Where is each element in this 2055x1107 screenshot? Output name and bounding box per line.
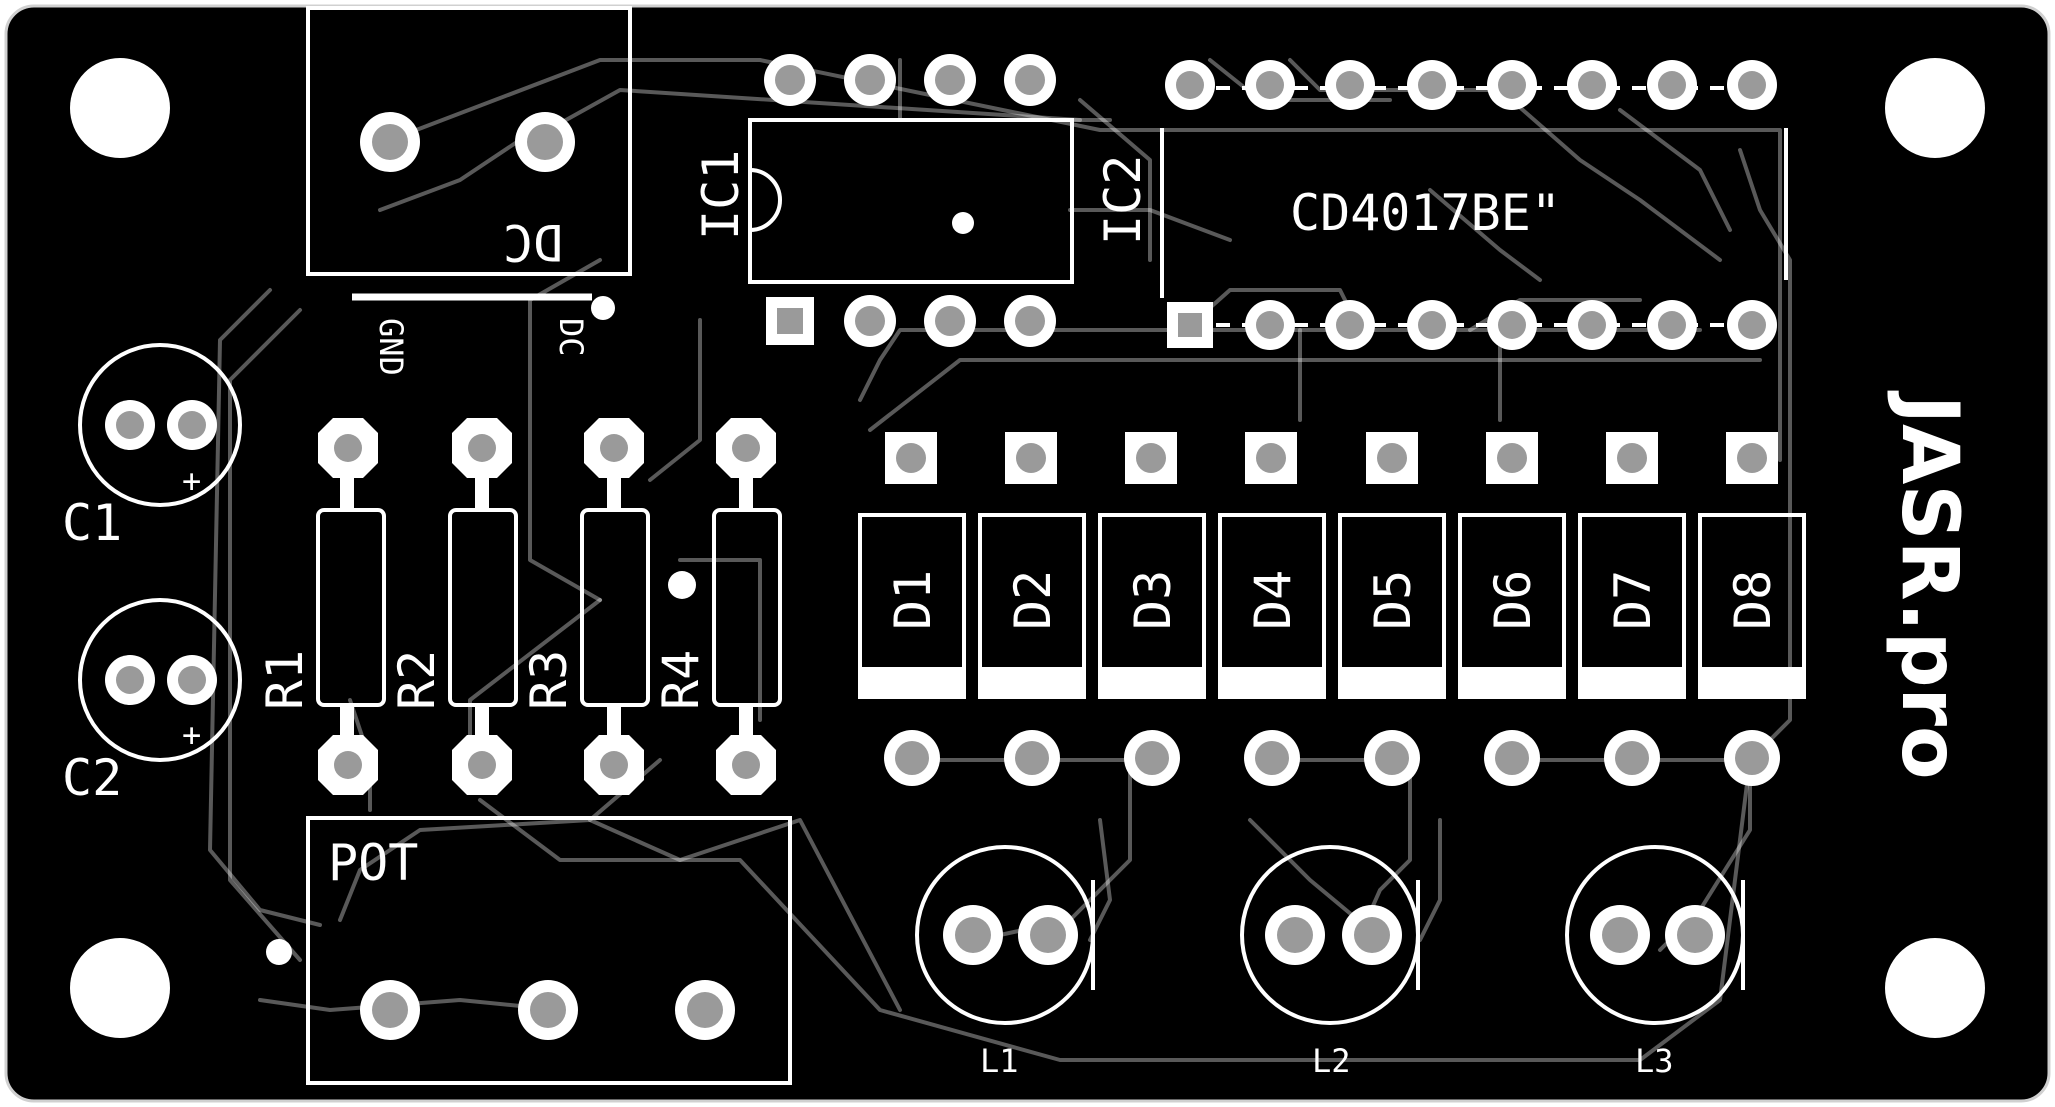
potentiometer: POT xyxy=(266,816,792,1085)
d2-cathode-band xyxy=(980,667,1084,697)
ic1-pin1-dot xyxy=(952,212,974,234)
r2-body xyxy=(448,508,518,707)
r4-body xyxy=(712,508,782,707)
mounting-hole xyxy=(70,938,170,1038)
c2-outline xyxy=(78,598,242,762)
d8-label: D8 xyxy=(1724,570,1782,630)
brand-label: JASR.pro xyxy=(1884,390,1974,780)
pot-pin1-dot xyxy=(266,939,292,965)
diode-d3: D3 xyxy=(1098,432,1206,699)
r1-body xyxy=(316,508,386,707)
c2-polarity: + xyxy=(182,716,201,754)
ic1-pads xyxy=(764,54,1056,347)
c1-polarity: + xyxy=(182,462,201,500)
l3-label: L3 xyxy=(1635,1042,1674,1080)
power-header: GND DC xyxy=(352,293,615,376)
board-outline xyxy=(4,4,2051,1103)
r3-body xyxy=(580,508,650,707)
led-l3: L3 xyxy=(1565,845,1745,1080)
dc-jack-outline xyxy=(306,6,632,276)
r2-label: R2 xyxy=(388,650,446,710)
c1-outline xyxy=(78,343,242,507)
dc-jack-label: DC xyxy=(503,213,563,271)
pin1-marker xyxy=(591,296,615,320)
r4-label: R4 xyxy=(652,650,710,710)
pot-label: POT xyxy=(328,834,418,892)
d3-label: D3 xyxy=(1124,570,1182,630)
d8-cathode-band xyxy=(1700,667,1804,697)
ic2-label: IC2 xyxy=(1094,155,1152,245)
diode-array: D1 D2 D3 D4 D5 xyxy=(858,432,1806,699)
c2-label: C2 xyxy=(62,749,122,807)
resistor-r1: R1 xyxy=(256,418,386,795)
capacitor-c1: + C1 xyxy=(62,343,242,552)
gnd-label: GND xyxy=(372,318,410,376)
r1-label: R1 xyxy=(256,650,314,710)
resistor-r2: R2 xyxy=(388,418,518,795)
led-l2: L2 xyxy=(1240,845,1420,1080)
diode-d6: D6 xyxy=(1458,432,1566,699)
d7-label: D7 xyxy=(1604,570,1662,630)
pot-outline xyxy=(306,816,792,1085)
via xyxy=(668,571,696,599)
d2-label: D2 xyxy=(1004,570,1062,630)
d1-cathode-band xyxy=(860,667,964,697)
capacitor-c2: + C2 xyxy=(62,598,242,807)
ic1-label: IC1 xyxy=(692,150,750,240)
d6-label: D6 xyxy=(1484,570,1542,630)
diode-lower-pads xyxy=(884,730,1780,786)
ic1-notch xyxy=(749,168,782,232)
ic2-pads xyxy=(1165,60,1777,350)
ic1: IC1 xyxy=(692,54,1074,347)
dc-jack: DC xyxy=(306,6,632,276)
diode-d8: D8 xyxy=(1698,432,1806,699)
diode-d4: D4 xyxy=(1218,432,1326,699)
diode-d1: D1 xyxy=(858,432,966,699)
d7-cathode-band xyxy=(1580,667,1684,697)
mounting-hole xyxy=(1885,938,1985,1038)
resistor-r3: R3 xyxy=(520,418,650,795)
l1-label: L1 xyxy=(980,1042,1019,1080)
led-l1: L1 xyxy=(915,845,1095,1080)
resistor-r4: R4 xyxy=(652,418,782,795)
ic2-part-number: CD4017BE" xyxy=(1290,184,1561,242)
mounting-holes xyxy=(70,58,1985,1038)
d5-cathode-band xyxy=(1340,667,1444,697)
d4-cathode-band xyxy=(1220,667,1324,697)
diode-d2: D2 xyxy=(978,432,1086,699)
diode-d5: D5 xyxy=(1338,432,1446,699)
l2-label: L2 xyxy=(1312,1042,1351,1080)
d1-label: D1 xyxy=(884,570,942,630)
r3-label: R3 xyxy=(520,650,578,710)
mounting-hole xyxy=(70,58,170,158)
d6-cathode-band xyxy=(1460,667,1564,697)
c1-label: C1 xyxy=(62,494,122,552)
d4-label: D4 xyxy=(1244,570,1302,630)
diode-d7: D7 xyxy=(1578,432,1686,699)
dc-pin-label: DC xyxy=(552,318,590,357)
mounting-hole xyxy=(1885,58,1985,158)
d5-label: D5 xyxy=(1364,570,1422,630)
ic2: IC2 CD4017BE" xyxy=(1094,60,1788,350)
ic1-outline xyxy=(748,118,1074,284)
d3-cathode-band xyxy=(1100,667,1204,697)
